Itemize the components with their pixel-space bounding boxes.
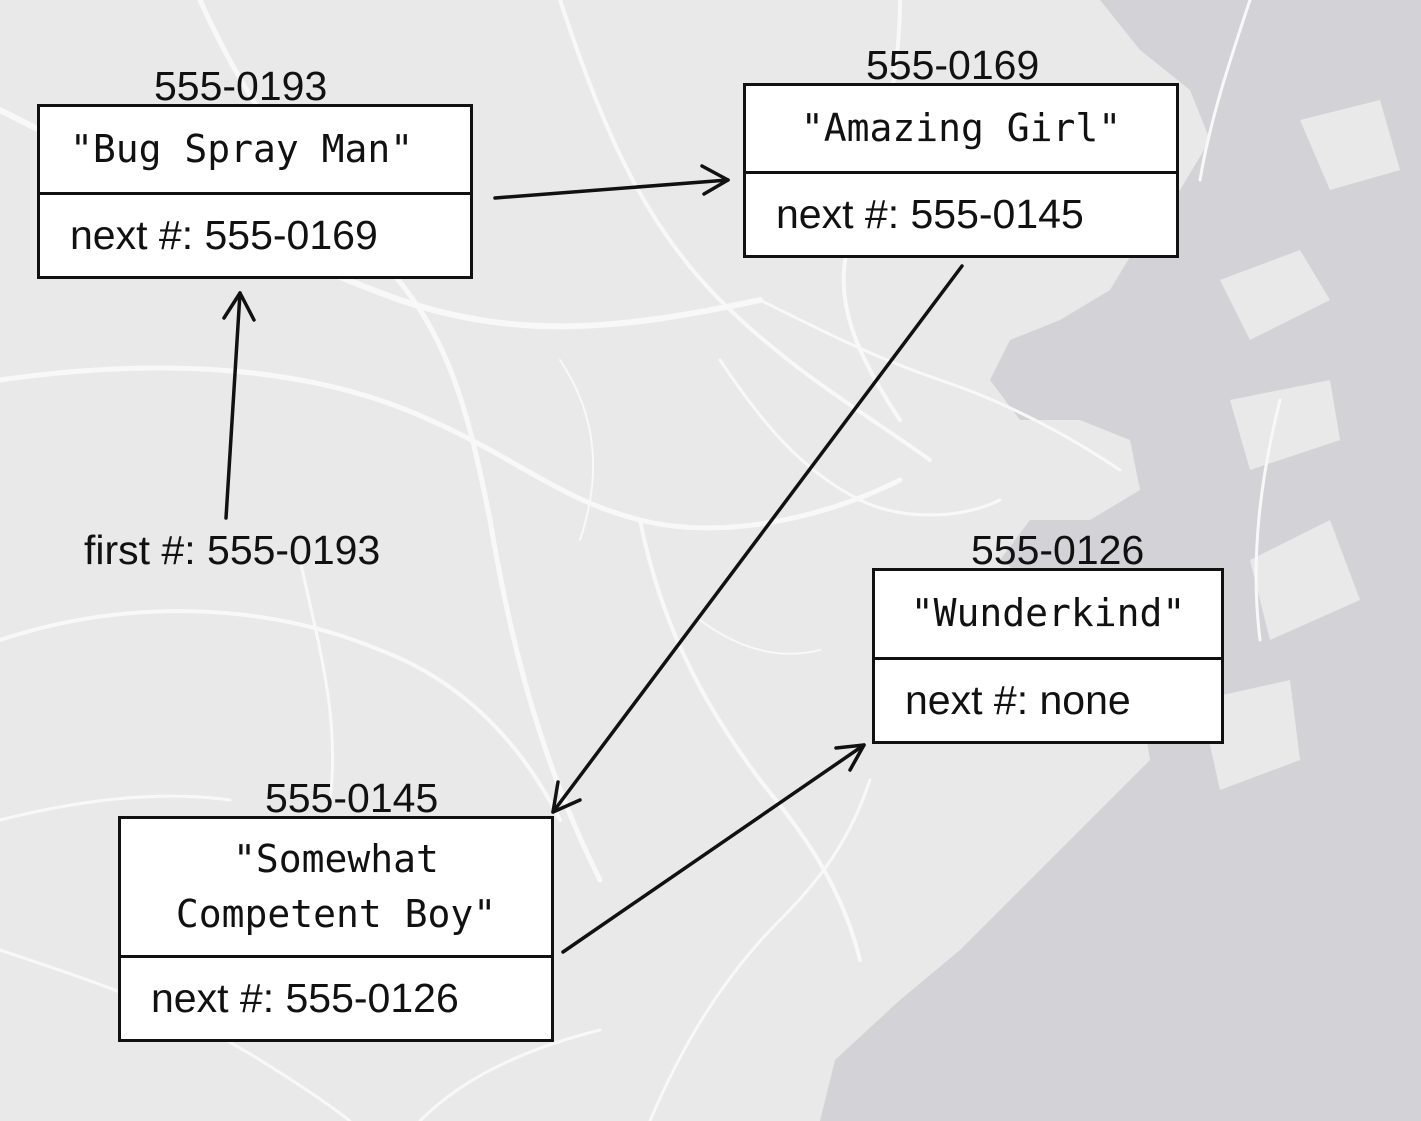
node-address: 555-0145	[265, 775, 439, 821]
node-address: 555-0169	[866, 42, 1040, 88]
node-next-pointer: next #: none	[905, 677, 1131, 723]
node-address: 555-0193	[154, 63, 328, 109]
arrowhead-node2-to-node3	[551, 780, 582, 814]
map-pier-1	[1220, 250, 1330, 340]
map-pier-4	[1200, 680, 1300, 790]
first-pointer-arrow	[224, 291, 242, 520]
node-address: 555-0126	[971, 527, 1145, 573]
map-roads	[0, 0, 1282, 1121]
list-node: "Bug Spray Man" next #: 555-0169	[37, 104, 473, 279]
first-pointer-arrowhead	[222, 291, 256, 322]
list-node: "Wunderkind" next #: none	[872, 568, 1224, 744]
map-pier-3	[1250, 520, 1360, 640]
arrow-node1-to-node2	[493, 178, 730, 200]
list-node: "Amazing Girl" next #: 555-0145	[743, 83, 1179, 258]
first-pointer-label: first #: 555-0193	[84, 527, 381, 573]
arrow-node3-to-node4	[561, 743, 866, 954]
node-next-pointer: next #: 555-0169	[70, 212, 378, 258]
node-name: "Amazing Girl"	[746, 86, 1176, 174]
node-name: "Somewhat Competent Boy"	[121, 819, 551, 958]
node-next-pointer: next #: 555-0126	[151, 975, 459, 1021]
arrowhead-node3-to-node4	[834, 743, 866, 772]
node-next-pointer: next #: 555-0145	[776, 191, 1084, 237]
map-pier-5	[1300, 100, 1400, 190]
list-node: "Somewhat Competent Boy" next #: 555-012…	[118, 816, 554, 1042]
arrow-node2-to-node3	[551, 264, 964, 814]
node-name: "Wunderkind"	[875, 571, 1221, 660]
map-pier-2	[1230, 380, 1340, 470]
node-name: "Bug Spray Man"	[40, 107, 470, 195]
arrowhead-node1-to-node2	[700, 164, 730, 196]
